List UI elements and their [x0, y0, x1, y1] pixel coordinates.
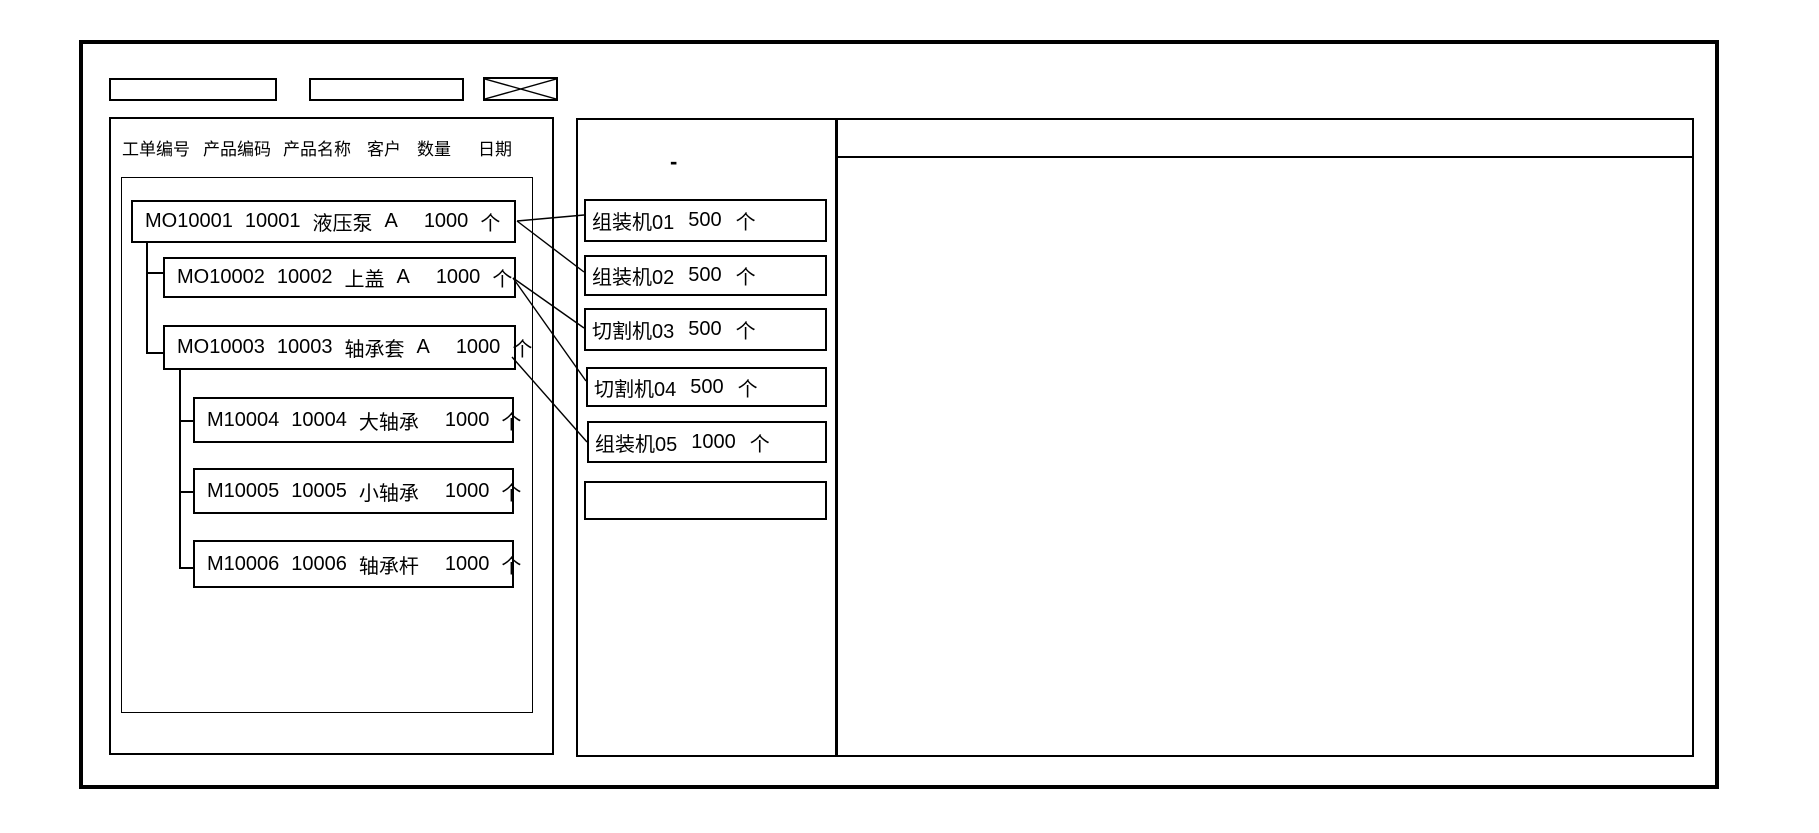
stray-mark: - — [670, 149, 678, 174]
unit: 个 — [501, 411, 522, 434]
order-no: MO10003 — [177, 336, 265, 358]
quantity: 1000 — [435, 266, 481, 288]
unit: 个 — [749, 433, 770, 456]
customer: A — [396, 266, 410, 288]
product-code: 10006 — [291, 552, 347, 575]
toolbar-field-2[interactable] — [309, 78, 464, 101]
machine-box-04[interactable]: 切割机04 500 个 — [586, 367, 827, 407]
order-no: MO10002 — [177, 266, 265, 288]
toolbar-field-1[interactable] — [109, 78, 277, 101]
machine-name: 组装机01 — [592, 212, 675, 234]
customer: A — [416, 336, 430, 358]
quantity: 1000 — [444, 408, 490, 431]
order-node-mo10002[interactable]: MO10002 10002 上盖 A 1000 个 — [163, 257, 516, 298]
machine-box-05[interactable]: 组装机05 1000 个 — [587, 421, 827, 463]
order-no: M10004 — [207, 408, 280, 431]
unit: 个 — [501, 482, 522, 505]
product-code: 10003 — [276, 336, 333, 358]
column-header-product-code: 产品编码 — [203, 140, 271, 159]
product-code: 10001 — [244, 210, 301, 232]
product-name: 大轴承 — [358, 411, 419, 434]
unit: 个 — [492, 269, 513, 291]
window-frame — [79, 40, 1719, 789]
order-no: M10006 — [207, 552, 280, 575]
detail-panel — [836, 118, 1694, 757]
unit: 个 — [501, 555, 522, 578]
product-code: 10005 — [291, 479, 347, 502]
unit: 个 — [735, 267, 756, 289]
quantity: 1000 — [444, 552, 490, 575]
unit: 个 — [735, 321, 756, 343]
column-header-qty: 数量 — [417, 140, 451, 159]
order-node-m10005[interactable]: M10005 10005 小轴承 1000 个 — [193, 468, 521, 514]
machine-name: 组装机02 — [592, 267, 675, 289]
order-node-mo10003[interactable]: MO10003 10003 轴承套 A 1000 个 — [163, 325, 532, 370]
unit: 个 — [480, 213, 501, 235]
product-code: 10002 — [276, 266, 333, 288]
order-no: M10005 — [207, 479, 280, 502]
column-header-customer: 客户 — [367, 140, 401, 159]
machine-box-01[interactable]: 组装机01 500 个 — [584, 199, 827, 242]
x-icon — [485, 79, 556, 99]
column-header-product-name: 产品名称 — [283, 140, 351, 159]
quantity: 1000 — [444, 479, 490, 502]
product-name: 轴承杆 — [358, 555, 419, 578]
product-name: 小轴承 — [358, 482, 419, 505]
customer: A — [384, 210, 398, 232]
machine-qty: 1000 — [691, 430, 736, 453]
product-code: 10004 — [291, 408, 347, 431]
machine-qty: 500 — [690, 375, 724, 398]
machine-qty: 500 — [688, 209, 722, 231]
x-box-icon[interactable] — [483, 77, 558, 101]
unit: 个 — [737, 378, 758, 401]
column-header-order-no: 工单编号 — [122, 140, 190, 159]
unit: 个 — [735, 212, 756, 234]
order-node-mo10001[interactable]: MO10001 10001 液压泵 A 1000 个 — [131, 200, 516, 243]
machine-box-02[interactable]: 组装机02 500 个 — [584, 255, 827, 296]
machine-name: 切割机03 — [592, 321, 675, 343]
order-node-m10004[interactable]: M10004 10004 大轴承 1000 个 — [193, 397, 521, 443]
column-header-date: 日期 — [478, 140, 512, 159]
machine-name: 切割机04 — [594, 378, 677, 401]
machine-qty: 500 — [688, 318, 722, 340]
order-no: MO10001 — [145, 210, 233, 232]
machine-box-empty[interactable] — [584, 481, 827, 520]
machine-box-03[interactable]: 切割机03 500 个 — [584, 308, 827, 351]
product-name: 轴承套 — [344, 339, 405, 361]
quantity: 1000 — [423, 210, 469, 232]
unit: 个 — [512, 339, 533, 361]
product-name: 液压泵 — [312, 213, 373, 235]
detail-panel-header-divider — [838, 156, 1692, 158]
quantity: 1000 — [455, 336, 501, 358]
machine-name: 组装机05 — [595, 433, 678, 456]
order-node-m10006[interactable]: M10006 10006 轴承杆 1000 个 — [193, 540, 521, 588]
product-name: 上盖 — [344, 269, 385, 291]
machine-qty: 500 — [688, 264, 722, 286]
